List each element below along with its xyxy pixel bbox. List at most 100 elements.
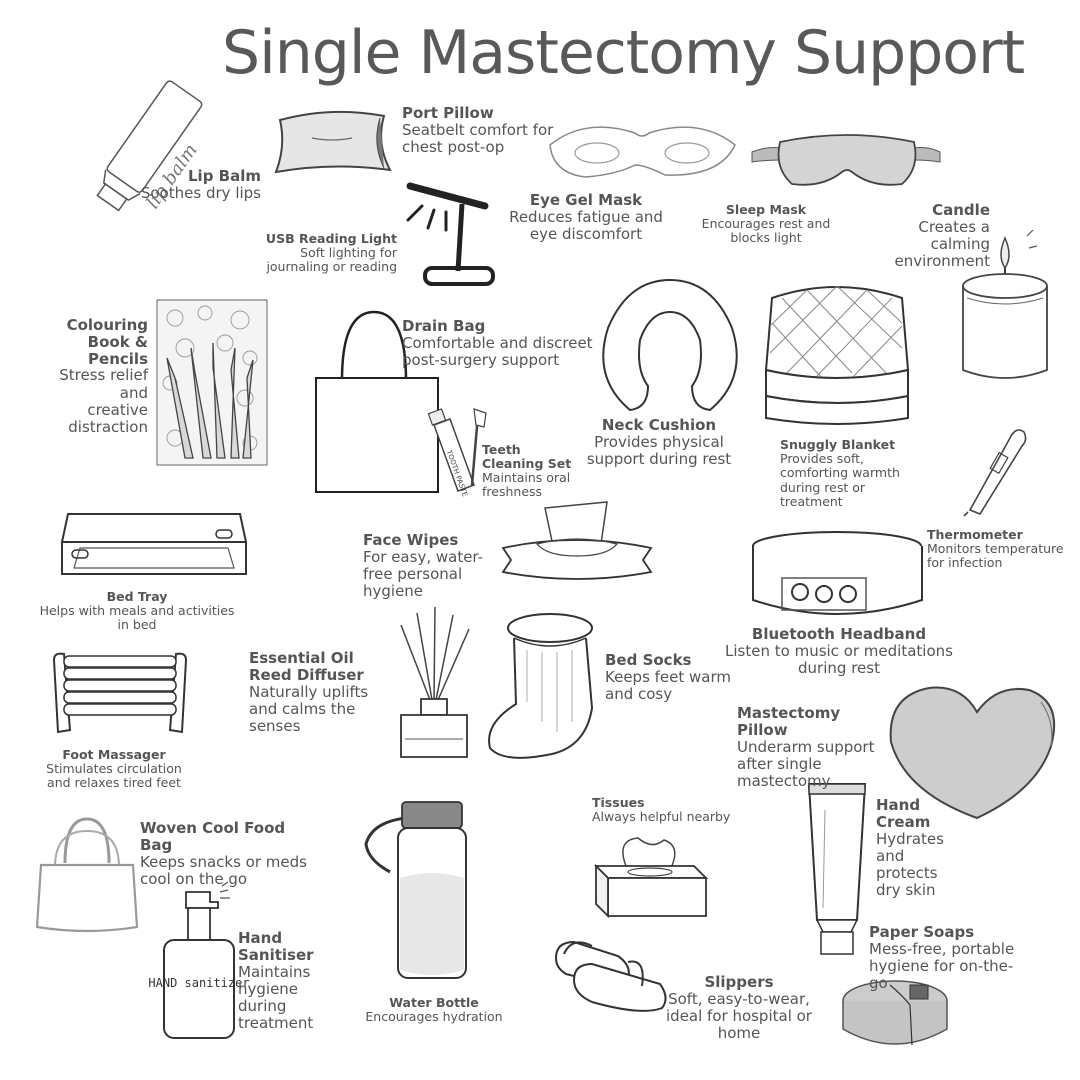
item-desc: Maintains oral freshness [482, 470, 571, 500]
item-name: Bed Socks [605, 651, 692, 669]
item-bed-socks: Bed Socks Keeps feet warm and cosy [605, 652, 735, 703]
item-name: Neck Cushion [601, 416, 717, 434]
item-desc: Soothes dry lips [140, 183, 261, 202]
hand-sanitiser-icon: HAND sanitizer [148, 882, 250, 1042]
usb-reading-light-icon [400, 176, 500, 291]
bed-sock-icon [482, 612, 600, 767]
item-name: Paper Soaps [869, 923, 975, 941]
teeth-cleaning-set-icon: TOOTH PASTE [428, 405, 493, 498]
item-desc: Listen to music or meditations during re… [725, 641, 953, 678]
item-desc: Maintains hygiene during treatment [238, 962, 314, 1033]
item-colouring-book: Colouring Book & Pencils Stress relief a… [58, 317, 148, 436]
item-name: Port Pillow [402, 104, 494, 122]
face-wipes-icon [497, 500, 657, 585]
item-desc: Soft lighting for journaling or reading [266, 245, 397, 275]
item-name: Water Bottle [389, 995, 479, 1010]
item-eye-gel-mask: Eye Gel Mask Reduces fatigue and eye dis… [495, 192, 677, 243]
colouring-book-pencils-icon [155, 298, 270, 468]
item-name: Bluetooth Headband [751, 625, 927, 643]
thermometer-icon [960, 418, 1030, 518]
paper-soaps-icon [840, 975, 950, 1055]
drain-bag-icon [312, 310, 442, 495]
item-desc: Hydrates and protects dry skin [876, 829, 944, 900]
item-desc: Encourages rest and blocks light [701, 216, 831, 246]
item-desc: Provides soft, comforting warmth during … [780, 451, 900, 510]
item-name: Thermometer [927, 527, 1023, 542]
hand-sanitizer-label: HAND sanitizer [148, 976, 249, 990]
item-hand-sanitiser: Hand Sanitiser Maintains hygiene during … [238, 930, 318, 1033]
item-sleep-mask: Sleep Mask Encourages rest and blocks li… [700, 203, 832, 246]
eye-gel-mask-icon [545, 115, 740, 185]
page-title-container: Single Mastectomy Support [222, 18, 1025, 98]
neck-cushion-icon [600, 278, 740, 413]
item-name: Lip Balm [188, 167, 261, 185]
item-usb-reading-light: USB Reading Light Soft lighting for jour… [262, 232, 397, 275]
tissues-icon [590, 836, 710, 921]
item-desc: Monitors temperature for infection [927, 541, 1064, 571]
port-pillow-icon [272, 108, 397, 178]
item-name: Woven Cool Food Bag [140, 819, 286, 854]
item-name: USB Reading Light [265, 231, 397, 246]
item-name: Slippers [704, 973, 774, 991]
item-name: Colouring Book & Pencils [66, 316, 148, 368]
item-desc: Stimulates circulation and relaxes tired… [46, 761, 182, 791]
item-paper-soaps: Paper Soaps Mess-free, portable hygiene … [869, 924, 1029, 993]
item-name: Candle [932, 201, 990, 219]
item-drain-bag: Drain Bag Comfortable and discreet post-… [402, 318, 602, 369]
item-desc: Underarm support after single mastectomy [737, 737, 875, 791]
item-desc: Keeps feet warm and cosy [605, 667, 732, 704]
item-port-pillow: Port Pillow Seatbelt comfort for chest p… [402, 105, 562, 156]
candle-icon [955, 228, 1055, 388]
bed-tray-icon [58, 512, 250, 580]
item-name: Mastectomy Pillow [737, 704, 841, 739]
item-name: Teeth Cleaning Set [482, 442, 572, 471]
item-mastectomy-pillow: Mastectomy Pillow Underarm support after… [737, 705, 887, 790]
item-foot-massager: Foot Massager Stimulates circulation and… [38, 748, 190, 791]
item-name: Hand Sanitiser [238, 929, 314, 964]
item-neck-cushion: Neck Cushion Provides physical support d… [585, 417, 733, 468]
item-name: Hand Cream [876, 796, 931, 831]
item-tissues: Tissues Always helpful nearby [592, 796, 742, 824]
item-bed-tray: Bed Tray Helps with meals and activities… [38, 590, 236, 633]
water-bottle-icon [362, 800, 470, 985]
item-face-wipes: Face Wipes For easy, water-free personal… [363, 532, 489, 601]
item-teeth-cleaning-set: Teeth Cleaning Set Maintains oral freshn… [482, 443, 574, 500]
item-desc: Encourages hydration [365, 1009, 503, 1024]
item-reed-diffuser: Essential Oil Reed Diffuser Naturally up… [249, 650, 399, 735]
item-desc: Keeps snacks or meds cool on the go [140, 852, 307, 888]
item-name: Drain Bag [402, 317, 486, 335]
item-name: Sleep Mask [725, 202, 807, 217]
item-desc: Mess-free, portable hygiene for on-the-g… [869, 939, 1015, 993]
item-candle: Candle Creates a calming environment [855, 202, 990, 271]
item-name: Bed Tray [106, 589, 168, 604]
foot-massager-icon [50, 650, 190, 735]
item-bluetooth-headband: Bluetooth Headband Listen to music or me… [712, 626, 966, 677]
lip-balm-icon: lip balm [78, 78, 208, 213]
item-desc: Helps with meals and activities in bed [39, 603, 235, 633]
item-water-bottle: Water Bottle Encourages hydration [350, 996, 518, 1024]
item-thermometer: Thermometer Monitors temperature for inf… [927, 528, 1067, 571]
sleep-mask-icon [752, 128, 942, 190]
item-name: Eye Gel Mask [529, 191, 643, 209]
item-name: Face Wipes [363, 531, 459, 549]
item-snuggly-blanket: Snuggly Blanket Provides soft, comfortin… [780, 438, 918, 510]
bluetooth-headband-icon [750, 530, 925, 620]
item-desc: Seatbelt comfort for chest post-op [402, 120, 554, 157]
mastectomy-pillow-icon [885, 682, 1060, 822]
item-desc: For easy, water-free personal hygiene [363, 547, 484, 601]
slippers-icon [552, 928, 672, 1018]
woven-cool-food-bag-icon [35, 815, 140, 935]
item-hand-cream: Hand Cream Hydrates and protects dry ski… [876, 797, 948, 900]
item-desc: Naturally uplifts and calms the senses [249, 682, 369, 736]
reed-diffuser-icon [395, 605, 475, 760]
item-desc: Provides physical support during rest [586, 432, 732, 469]
item-name: Essential Oil Reed Diffuser [249, 649, 364, 684]
item-lip-balm: Lip Balm Soothes dry lips [135, 168, 261, 202]
snuggly-blanket-icon [762, 278, 912, 428]
item-name: Foot Massager [62, 747, 166, 762]
item-slippers: Slippers Soft, easy-to-wear, ideal for h… [648, 974, 830, 1043]
item-desc: Comfortable and discreet post-surgery su… [402, 333, 593, 370]
item-desc: Creates a calming environment [894, 217, 990, 271]
item-desc: Reduces fatigue and eye discomfort [509, 207, 663, 244]
item-woven-cool-food-bag: Woven Cool Food Bag Keeps snacks or meds… [140, 820, 315, 888]
